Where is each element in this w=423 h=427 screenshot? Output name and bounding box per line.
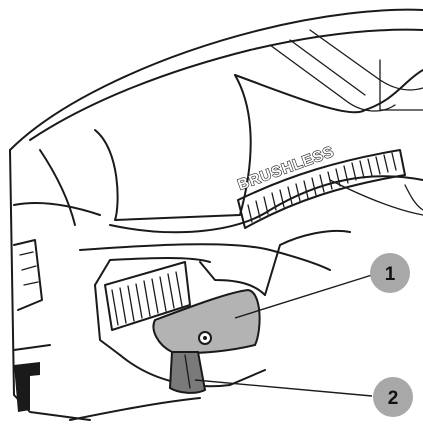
lever-plate <box>152 288 261 354</box>
trigger <box>168 351 207 394</box>
leader-line-1 <box>234 274 373 319</box>
callout-1-label: 1 <box>385 264 396 285</box>
callout-2: 2 <box>373 377 413 417</box>
tool-housing <box>9 8 423 421</box>
callout-1: 1 <box>370 253 410 293</box>
side-vent <box>104 261 191 331</box>
side-switch <box>13 239 51 412</box>
leader-line-2 <box>194 379 373 397</box>
callout-2-label: 2 <box>388 388 399 409</box>
grip-vents <box>237 149 406 229</box>
